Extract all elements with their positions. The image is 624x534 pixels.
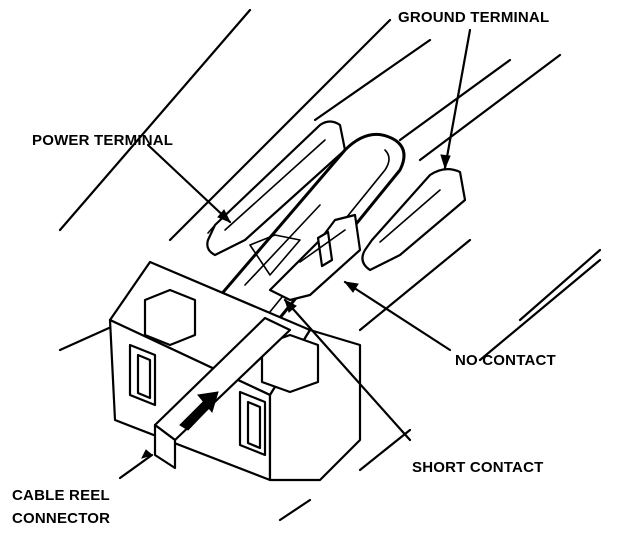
label-power-terminal: POWER TERMINAL [32,132,173,149]
label-short-contact: SHORT CONTACT [412,459,543,476]
ground-terminal-body [361,168,467,272]
leader-lines [118,28,472,480]
label-cable-reel-line2: CONNECTOR [12,510,110,527]
label-ground-terminal: GROUND TERMINAL [398,9,549,26]
contact-tab [268,213,362,302]
leader-arrowheads [141,154,451,459]
cable-reel-plug [153,316,292,470]
power-terminal-body [206,120,347,257]
label-cable-reel-line1: CABLE REEL [12,487,110,504]
label-no-contact: NO CONTACT [455,352,556,369]
